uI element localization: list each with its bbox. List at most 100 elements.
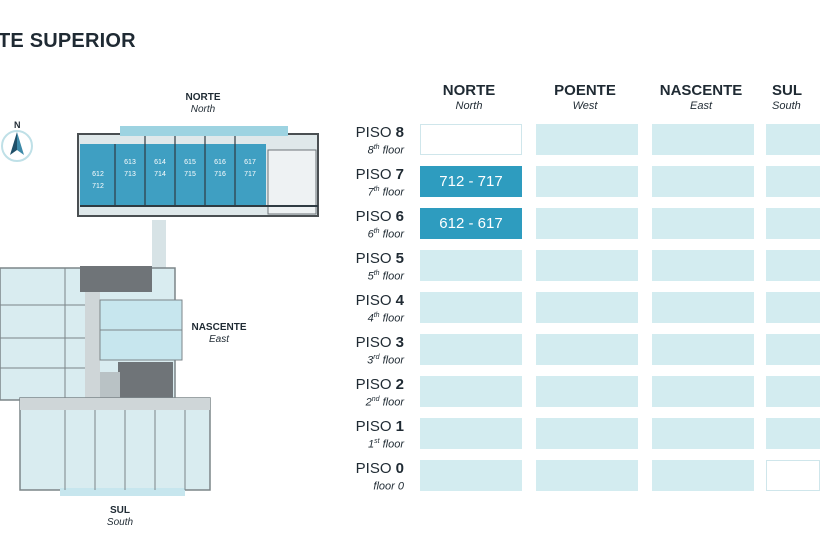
floor-prefix: PISO (355, 376, 396, 393)
cell-floor4-south (766, 292, 820, 323)
unit-label: 716 (214, 171, 226, 178)
cell-floor5-west (536, 250, 638, 281)
cell-floor8-south (766, 124, 820, 155)
cell-floor5-north (420, 250, 522, 281)
page-title: TE SUPERIOR (0, 30, 136, 52)
column-pt: NORTE (442, 82, 496, 99)
plan-south-pt: SUL (110, 505, 130, 516)
floor-en-suffix: th (373, 186, 380, 193)
floor-en-number: 4 (367, 312, 374, 325)
column-en: South (772, 100, 801, 112)
floor-label-8: PISO 8 8th floor (340, 124, 404, 158)
unit-label: 617 (244, 159, 256, 166)
cell-floor2-north (420, 376, 522, 407)
floor-en-suffix: th (373, 144, 380, 151)
unit-label: 712 (92, 183, 104, 190)
unit-label: 713 (124, 171, 136, 178)
cell-floor3-east (652, 334, 754, 365)
floor-prefix: PISO (355, 208, 396, 225)
plan-east-label: NASCENTE East (184, 322, 254, 345)
floor-en-text: floor 0 (373, 480, 404, 493)
floor-number: 4 (395, 292, 404, 309)
cell-floor0-east (652, 460, 754, 491)
floor-en-suffix: th (373, 228, 380, 235)
cell-floor3-west (536, 334, 638, 365)
column-pt: NASCENTE (659, 82, 743, 99)
floor-prefix: PISO (355, 250, 396, 267)
floor-label-4: PISO 4 4th floor (340, 292, 404, 326)
floor-en-suffix: rd (373, 354, 380, 361)
floor-label-7: PISO 7 7th floor (340, 166, 404, 200)
cell-floor4-west (536, 292, 638, 323)
cell-floor6-west (536, 208, 638, 239)
floor-number: 7 (395, 166, 404, 183)
unit-range-button-floor7[interactable]: 712 - 717 (420, 166, 522, 197)
floor-number: 8 (395, 124, 404, 141)
floor-number: 5 (395, 250, 404, 267)
floor-prefix: PISO (355, 334, 396, 351)
column-header-south: SUL South (766, 82, 820, 112)
cell-floor8-west (536, 124, 638, 155)
cell-floor6-east (652, 208, 754, 239)
cell-floor7-west (536, 166, 638, 197)
unit-label: 616 (214, 159, 226, 166)
floor-label-3: PISO 3 3rd floor (340, 334, 404, 368)
plan-east-en: East (208, 333, 229, 345)
floor-number: 0 (395, 460, 404, 477)
plan-north-en: North (190, 103, 216, 115)
cell-floor2-east (652, 376, 754, 407)
column-pt: POENTE (554, 82, 616, 99)
column-header-west: POENTE West (533, 82, 637, 112)
unit-label: 717 (244, 171, 256, 178)
floor-prefix: PISO (355, 292, 396, 309)
unit-label: 715 (184, 171, 196, 178)
plan-north-label: NORTE North (170, 92, 236, 115)
floor-label-5: PISO 5 5th floor (340, 250, 404, 284)
unit-label: 615 (184, 159, 196, 166)
floor-en-number: 6 (367, 228, 374, 241)
cell-floor0-south (766, 460, 820, 491)
floor-prefix: PISO (355, 418, 396, 435)
floor-number: 3 (395, 334, 404, 351)
plan-south-label: SUL South (90, 505, 150, 528)
floor-en-number: 3 (367, 354, 374, 367)
floor-en-number: 7 (367, 186, 374, 199)
plan-north-pt: NORTE (185, 92, 221, 103)
floor-en-suffix: st (374, 438, 380, 445)
compass-icon: N (1, 120, 33, 162)
plan-east-pt: NASCENTE (191, 322, 247, 333)
floor-en-number: 1 (367, 438, 375, 451)
cell-floor0-north (420, 460, 522, 491)
unit-label: 714 (154, 171, 166, 178)
column-pt: SUL (772, 82, 802, 99)
cell-floor8-north (420, 124, 522, 155)
cell-floor5-south (766, 250, 820, 281)
north-wing-units (80, 144, 266, 206)
unit-label: 612 (92, 171, 104, 178)
cell-floor5-east (652, 250, 754, 281)
floor-number: 1 (395, 418, 404, 435)
floor-en-text: floor (379, 354, 404, 367)
floor-prefix: PISO (355, 124, 396, 141)
unit-range-button-floor6[interactable]: 612 - 617 (420, 208, 522, 239)
cell-floor6-south (766, 208, 820, 239)
floor-number: 6 (395, 208, 404, 225)
unit-label: 613 (124, 159, 136, 166)
floor-label-2: PISO 2 2nd floor (340, 376, 404, 410)
floor-en-suffix: nd (371, 396, 380, 403)
floor-en-suffix: th (373, 270, 380, 277)
floor-prefix: PISO (355, 166, 396, 183)
column-header-north: NORTE North (417, 82, 521, 112)
cell-floor2-west (536, 376, 638, 407)
floor-en-text: floor (379, 396, 404, 409)
cell-floor3-north (420, 334, 522, 365)
floor-label-6: PISO 6 6th floor (340, 208, 404, 242)
cell-floor1-north (420, 418, 522, 449)
floor-en-text: floor (379, 438, 404, 451)
floor-en-text: floor (379, 270, 404, 283)
cell-floor1-west (536, 418, 638, 449)
floor-en-text: floor (379, 186, 404, 199)
compass-label: N (14, 120, 21, 130)
floor-en-number: 2 (365, 396, 372, 409)
column-header-east: NASCENTE East (649, 82, 753, 112)
